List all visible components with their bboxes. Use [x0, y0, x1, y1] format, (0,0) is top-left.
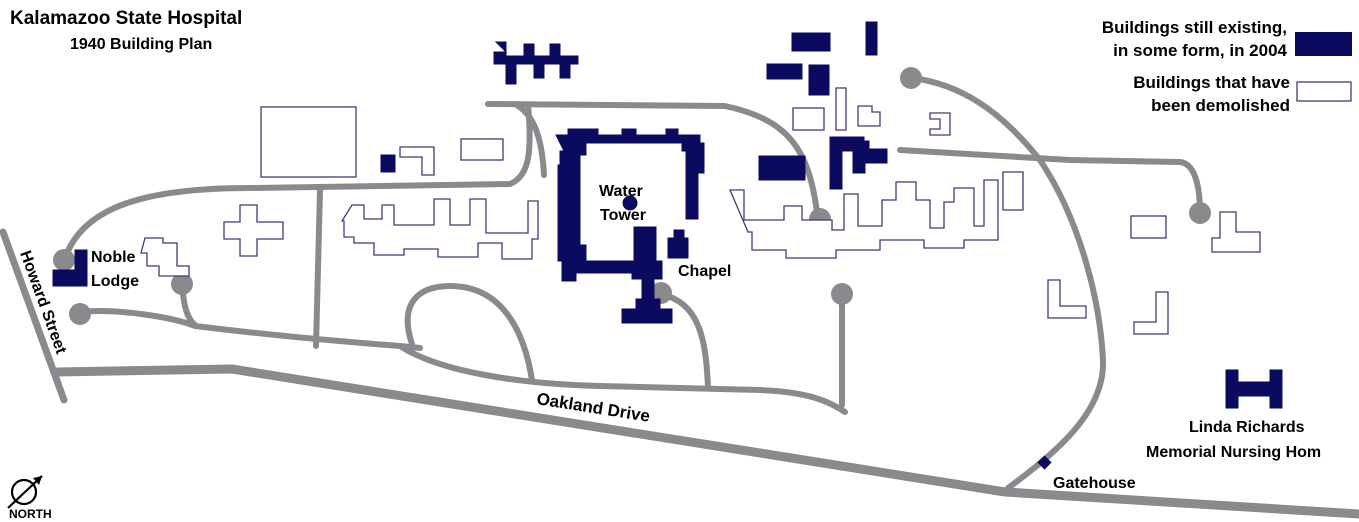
existing-building [758, 155, 806, 181]
legend: Buildings still existing, in some form, … [1102, 18, 1352, 115]
demolished-building [1047, 279, 1087, 319]
north-compass-icon [7, 475, 43, 509]
water-tower-label-line2: Tower [600, 207, 646, 224]
existing-building [380, 154, 396, 173]
linda-richards-building [1225, 369, 1283, 409]
road-middle-south [397, 343, 848, 415]
road-vertical-west [313, 187, 323, 349]
gatehouse-label: Gatehouse [1053, 475, 1136, 492]
chapel-label: Chapel [678, 263, 731, 280]
road-middle-loop [404, 283, 535, 383]
existing-building [493, 41, 579, 85]
road-lower-west [75, 308, 423, 351]
noble-lodge-building [52, 249, 88, 287]
existing-building [865, 21, 878, 56]
road-east-loop [909, 75, 1107, 491]
existing-building [852, 140, 888, 174]
existing-building [766, 63, 803, 80]
water-tower-building [622, 195, 638, 211]
water-tower-label-line1: Water [599, 183, 643, 200]
legend-demolished-line2: been demolished [1151, 96, 1290, 115]
road-circle [53, 249, 75, 271]
demolished-buildings [140, 87, 1261, 335]
demolished-building [460, 138, 504, 161]
demolished-building [835, 87, 847, 131]
demolished-building [1133, 291, 1169, 335]
main-quadrangle [555, 128, 705, 324]
demolished-center-wing [729, 179, 999, 259]
oakland-drive [52, 364, 1359, 519]
demolished-building [792, 107, 825, 131]
linda-richards-label-line2: Memorial Nursing Hom [1146, 444, 1321, 461]
linda-richards-label-line1: Linda Richards [1189, 419, 1305, 436]
demolished-building [399, 146, 435, 176]
road-chapel-spur [657, 291, 711, 391]
existing-building [808, 64, 830, 96]
existing-building [791, 32, 831, 52]
road-north-loop [61, 101, 821, 265]
chapel-building [667, 229, 689, 259]
road-circle [171, 273, 193, 295]
streets [0, 228, 1359, 519]
road-circle [831, 283, 853, 305]
legend-existing-line2: in some form, in 2004 [1113, 41, 1287, 60]
demolished-building [1002, 171, 1024, 211]
demolished-cross [223, 204, 284, 257]
demolished-west-wing [340, 198, 539, 260]
road-circle [900, 67, 922, 89]
road-gatehouse [1005, 485, 1015, 495]
road-circle [1189, 202, 1211, 224]
demolished-building [1130, 215, 1167, 239]
road-circle [69, 303, 91, 325]
demolished-building [929, 112, 951, 136]
demolished-building [140, 237, 190, 277]
legend-demolished-swatch [1296, 81, 1352, 102]
demolished-square [260, 106, 357, 178]
map-subtitle: 1940 Building Plan [70, 36, 212, 53]
noble-label-line2: Lodge [91, 273, 139, 290]
gatehouse-building [1037, 455, 1052, 470]
legend-demolished-line1: Buildings that have [1133, 73, 1290, 92]
existing-buildings [52, 21, 1283, 470]
noble-label-line1: Noble [91, 249, 136, 266]
legend-existing-line1: Buildings still existing, [1102, 18, 1287, 37]
demolished-building [857, 105, 881, 127]
road-north-loop-branch [515, 103, 547, 178]
legend-existing-swatch [1295, 32, 1352, 56]
demolished-building [1211, 211, 1261, 253]
map-title: Kalamazoo State Hospital [10, 8, 242, 29]
north-label: NORTH [9, 507, 52, 521]
